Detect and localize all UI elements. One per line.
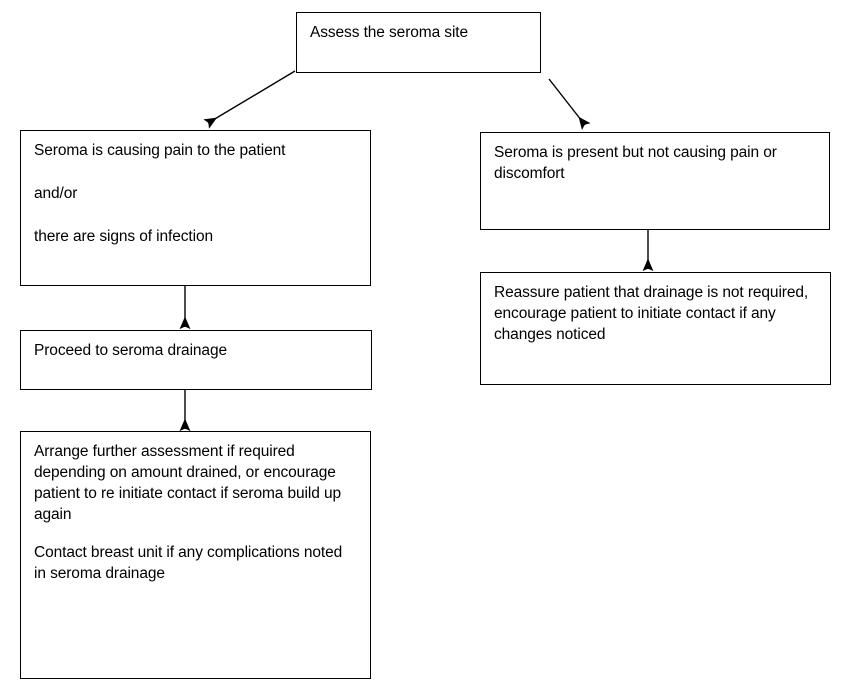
edge-pain-to-proceed <box>165 284 209 334</box>
edge-proceed-to-arrange <box>165 388 209 436</box>
node-reassure-line-1: Reassure patient that drainage is not re… <box>494 284 809 343</box>
node-arrange-paragraph-2: Contact breast unit if any complications… <box>34 543 343 582</box>
node-pain-line-3: there are signs of infection <box>34 227 213 245</box>
node-proceed-line-1: Proceed to seroma drainage <box>34 342 227 359</box>
node-reassure-patient[interactable]: Reassure patient that drainage is not re… <box>480 272 831 385</box>
node-proceed-to-seroma-drainage[interactable]: Proceed to seroma drainage <box>20 330 372 390</box>
node-assess-the-seroma-site[interactable]: Assess the seroma site <box>296 12 541 73</box>
node-arrange-further-assessment[interactable]: Arrange further assessment if required d… <box>20 431 371 679</box>
node-seroma-present-no-pain[interactable]: Seroma is present but not causing pain o… <box>480 132 830 230</box>
edge-assess-to-present <box>540 70 600 136</box>
node-seroma-causing-pain[interactable]: Seroma is causing pain to the patient an… <box>20 130 371 286</box>
node-present-line-1: Seroma is present but not causing pain o… <box>494 144 777 182</box>
edge-present-to-reassure <box>628 228 672 276</box>
node-assess-line-1: Assess the seroma site <box>310 24 469 41</box>
edge-assess-to-pain <box>195 62 305 134</box>
node-pain-line-1: Seroma is causing pain to the patient <box>34 142 286 159</box>
node-arrange-paragraph-1: Arrange further assessment if required d… <box>34 443 342 523</box>
node-pain-line-2: and/or <box>34 184 78 202</box>
